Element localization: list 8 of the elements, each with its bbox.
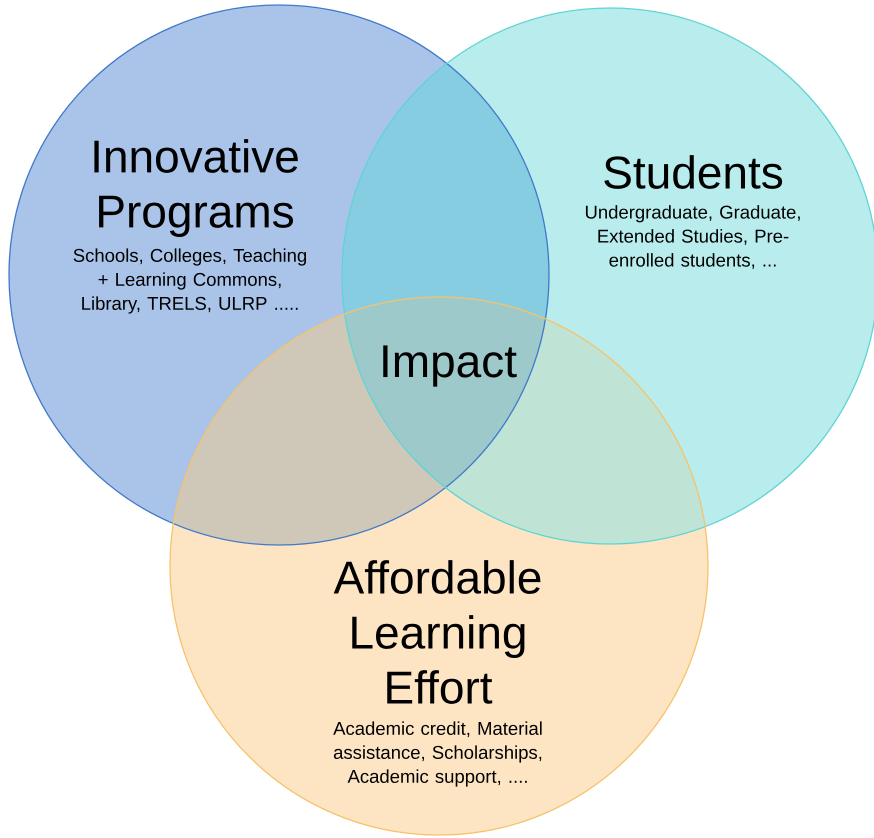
circle-description: Undergraduate, Graduate, Extended Studies, Pre-enrolled students, ... — [586, 205, 800, 269]
circle-description: Schools, Colleges, Teaching + Learning Commons, Library, TRELS, ULRP ..... — [74, 248, 306, 314]
circle-heading: Innovative Programs — [94, 139, 298, 237]
center-label: Impact — [383, 345, 517, 387]
venn-circle — [8, 4, 550, 546]
circle-heading: Students — [604, 155, 782, 189]
circle-heading: Affordable Learning Effort — [334, 560, 540, 704]
circle-description: Academic credit, Material assistance, Scholarships, Academic support, .... — [333, 721, 542, 787]
